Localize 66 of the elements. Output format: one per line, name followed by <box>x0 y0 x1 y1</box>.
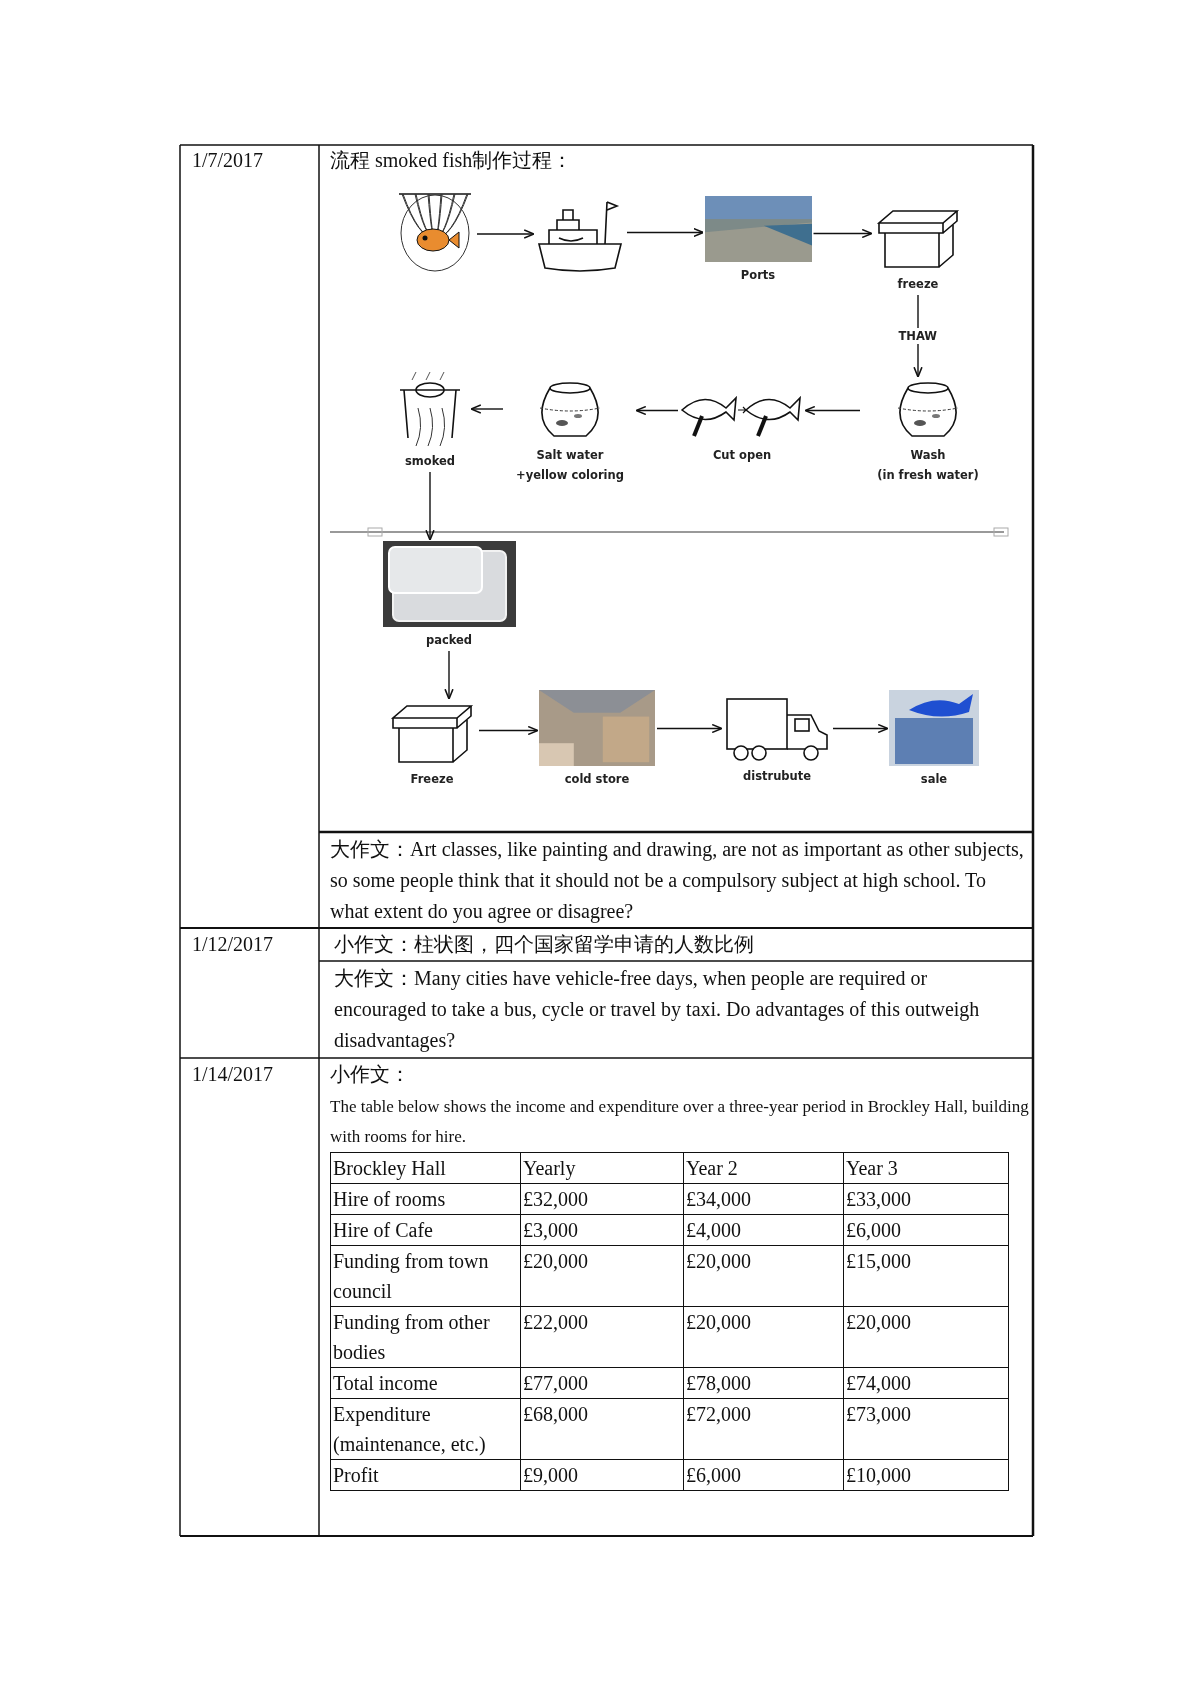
table-cell: £72,000 <box>683 1398 844 1460</box>
date-text: 1/12/2017 <box>192 932 274 957</box>
node-label: Freeze <box>410 772 454 786</box>
table-cell: £6,000 <box>683 1459 844 1491</box>
essay-prompt: 小作文：柱状图，四个国家留学申请的人数比例 <box>334 932 755 957</box>
table-cell: £78,000 <box>683 1367 844 1399</box>
table-cell: Year 3 <box>843 1152 1009 1184</box>
table-cell: £6,000 <box>843 1214 1009 1246</box>
heading-text: 流程 smoked fish制作过程： <box>330 148 573 173</box>
table-cell: £68,000 <box>520 1398 684 1460</box>
arrow <box>478 725 539 736</box>
node-label: packed <box>425 633 473 647</box>
date-text: 1/14/2017 <box>192 1062 274 1087</box>
table-cell: £74,000 <box>843 1367 1009 1399</box>
table-cell: Total income <box>330 1367 521 1399</box>
table-cell: £73,000 <box>843 1398 1009 1460</box>
table-cell: Yearly <box>520 1152 684 1184</box>
table-cell: Brockley Hall <box>330 1152 521 1184</box>
arrow <box>635 405 679 416</box>
arrow <box>804 405 861 416</box>
node-label: Salt water <box>536 448 604 462</box>
arrow <box>425 471 435 541</box>
essay-prompt: 大作文：Art classes, like painting and drawing, are not as important as other subjects, so some people think that it should not be a compulsory subject at high school. To what extent do you agree or disagree? <box>330 837 1025 925</box>
heading-text: 小作文： <box>330 1062 410 1087</box>
table-cell: £34,000 <box>683 1183 844 1215</box>
node-label: cold store <box>564 772 630 786</box>
node-label: smoked <box>404 454 456 468</box>
node-label: Ports <box>740 268 776 282</box>
table-cell: £33,000 <box>843 1183 1009 1215</box>
date-text: 1/7/2017 <box>192 148 264 173</box>
table-cell: £9,000 <box>520 1459 684 1491</box>
table-cell: £32,000 <box>520 1183 684 1215</box>
table-cell: Profit <box>330 1459 521 1491</box>
table-cell: £20,000 <box>683 1245 844 1307</box>
arrow <box>626 227 705 238</box>
table-cell: £15,000 <box>843 1245 1009 1307</box>
arrow <box>476 229 535 239</box>
essay-prompt: 大作文：Many cities have vehicle-free days, when people are required or encouraged to take a bus, cycle or travel by taxi. Do advantages of this outweigh disadvantages? <box>334 966 981 1054</box>
table-cell: £20,000 <box>683 1306 844 1368</box>
table-cell: Year 2 <box>683 1152 844 1184</box>
table-cell: £20,000 <box>520 1245 684 1307</box>
arrow <box>444 650 454 700</box>
node-label: freeze <box>897 277 939 291</box>
table-cell: £3,000 <box>520 1214 684 1246</box>
table-cell: Hire of rooms <box>330 1183 521 1215</box>
description-text: The table below shows the income and expenditure over a three-year period in Brockley Hall, building with rooms for hire. <box>330 1096 1030 1148</box>
table-cell: Funding from town council <box>330 1245 521 1307</box>
node-label: sale <box>920 772 948 786</box>
arrow <box>812 228 873 239</box>
node-label: distrubute <box>742 769 812 783</box>
table-cell: Funding from other bodies <box>330 1306 521 1368</box>
table-cell: Expenditure (maintenance, etc.) <box>330 1398 521 1460</box>
table-cell: £4,000 <box>683 1214 844 1246</box>
node-label: (in fresh water) <box>877 468 979 482</box>
node-label: Cut open <box>712 448 772 462</box>
arrow <box>470 404 504 414</box>
arrow <box>656 723 723 734</box>
table-cell: Hire of Cafe <box>330 1214 521 1246</box>
node-label: Wash <box>910 448 946 462</box>
table-cell: £20,000 <box>843 1306 1009 1368</box>
edge-label: THAW <box>896 327 940 344</box>
table-cell: £77,000 <box>520 1367 684 1399</box>
table-cell: £22,000 <box>520 1306 684 1368</box>
table-cell: £10,000 <box>843 1459 1009 1491</box>
node-label: +yellow coloring <box>516 468 624 482</box>
arrow <box>832 723 889 734</box>
